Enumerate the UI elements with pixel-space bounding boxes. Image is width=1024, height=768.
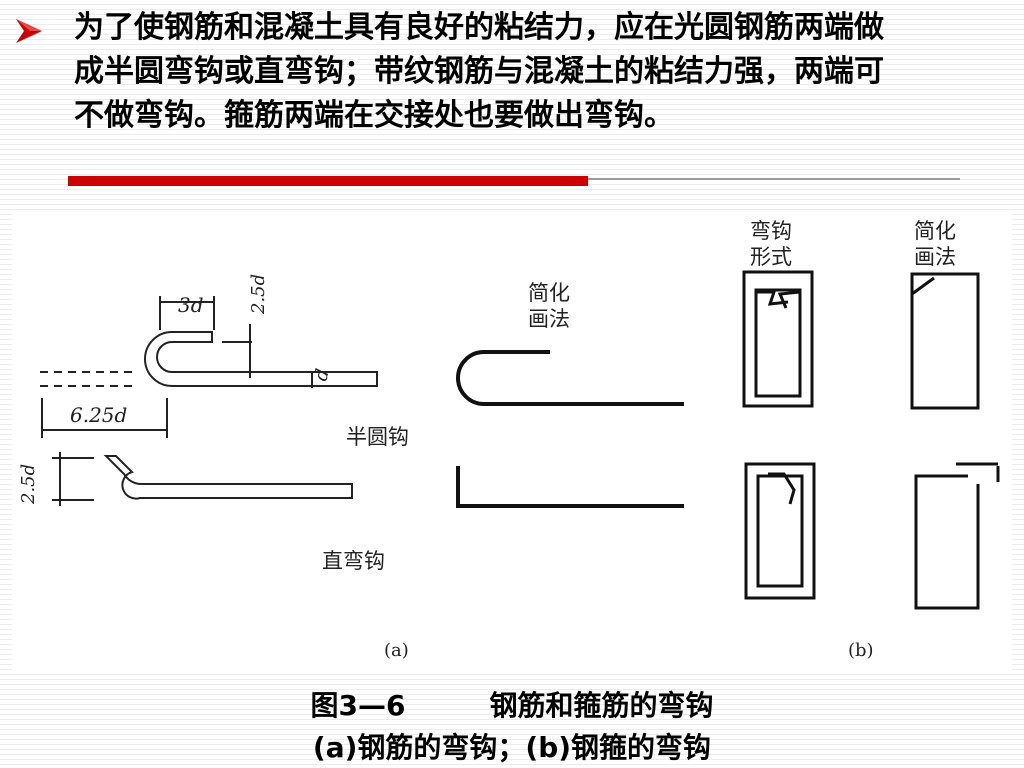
label-hook-form-1: 弯钩 — [750, 219, 792, 243]
stirrup-simplified-top-hook — [911, 276, 935, 296]
half-round-hook-bar — [144, 331, 378, 387]
straight-hook-bar — [103, 455, 353, 500]
stirrup-form-bottom-outer — [744, 462, 816, 600]
stirrup-form-top-inner — [754, 288, 802, 398]
label-half-round-hook: 半圆钩 — [346, 425, 409, 449]
label-2-5d-top: 2.5d — [248, 274, 269, 315]
label-simplified-a-1: 简化 — [528, 281, 570, 305]
simplified-bars-a — [456, 350, 684, 508]
gray-divider — [588, 178, 960, 180]
stirrup-simplified-bottom — [914, 474, 980, 610]
stirrup-hook-forms — [742, 270, 816, 600]
arrow-bullet-icon — [16, 19, 42, 43]
stirrup-form-bottom-hook — [768, 472, 796, 505]
stirrup-simplified-top — [910, 272, 980, 410]
stirrup-form-top-hook — [756, 290, 801, 309]
stirrup-form-top-outer — [742, 270, 814, 408]
label-sub-a: (a) — [384, 640, 409, 661]
stirrup-form-bottom-inner — [756, 474, 804, 588]
label-6-25d: 6.25d — [70, 403, 127, 427]
label-sub-b: (b) — [848, 640, 874, 661]
stirrup-simplified — [910, 272, 1000, 610]
simplified-half-round-bar — [456, 350, 684, 406]
label-simplified-b-2: 画法 — [914, 245, 956, 269]
label-straight-hook: 直弯钩 — [322, 549, 385, 573]
half-round-hook-drawing — [40, 296, 378, 438]
label-2-5d-left: 2.5d — [18, 464, 39, 505]
label-d: d — [311, 367, 334, 384]
hook-diagram: 3d 2.5d d 6.25d 2.5d 半圆钩 直弯钩 简化 画法 弯钩 形式… — [18, 219, 1000, 661]
simplified-straight-bar — [456, 466, 684, 508]
label-3d: 3d — [178, 293, 204, 317]
label-simplified-a-2: 画法 — [528, 307, 570, 331]
figure-caption-title: 图3—6 钢筋和箍筋的弯钩 — [310, 689, 714, 722]
label-simplified-b-1: 简化 — [914, 219, 956, 243]
bullet-text: 为了使钢筋和混凝土具有良好的粘结力，应在光圆钢筋两端做成半圆弯钩或直弯钩；带纹钢… — [74, 10, 884, 133]
red-divider — [68, 176, 588, 186]
stirrup-simplified-bottom-hook — [956, 462, 1000, 482]
label-hook-form-2: 形式 — [750, 245, 792, 269]
straight-hook-drawing — [52, 452, 353, 506]
figure-panel: 3d 2.5d d 6.25d 2.5d 半圆钩 直弯钩 简化 画法 弯钩 形式… — [12, 212, 1012, 672]
figure-caption-subtitle: (a)钢筋的弯钩；(b)钢箍的弯钩 — [312, 731, 712, 764]
